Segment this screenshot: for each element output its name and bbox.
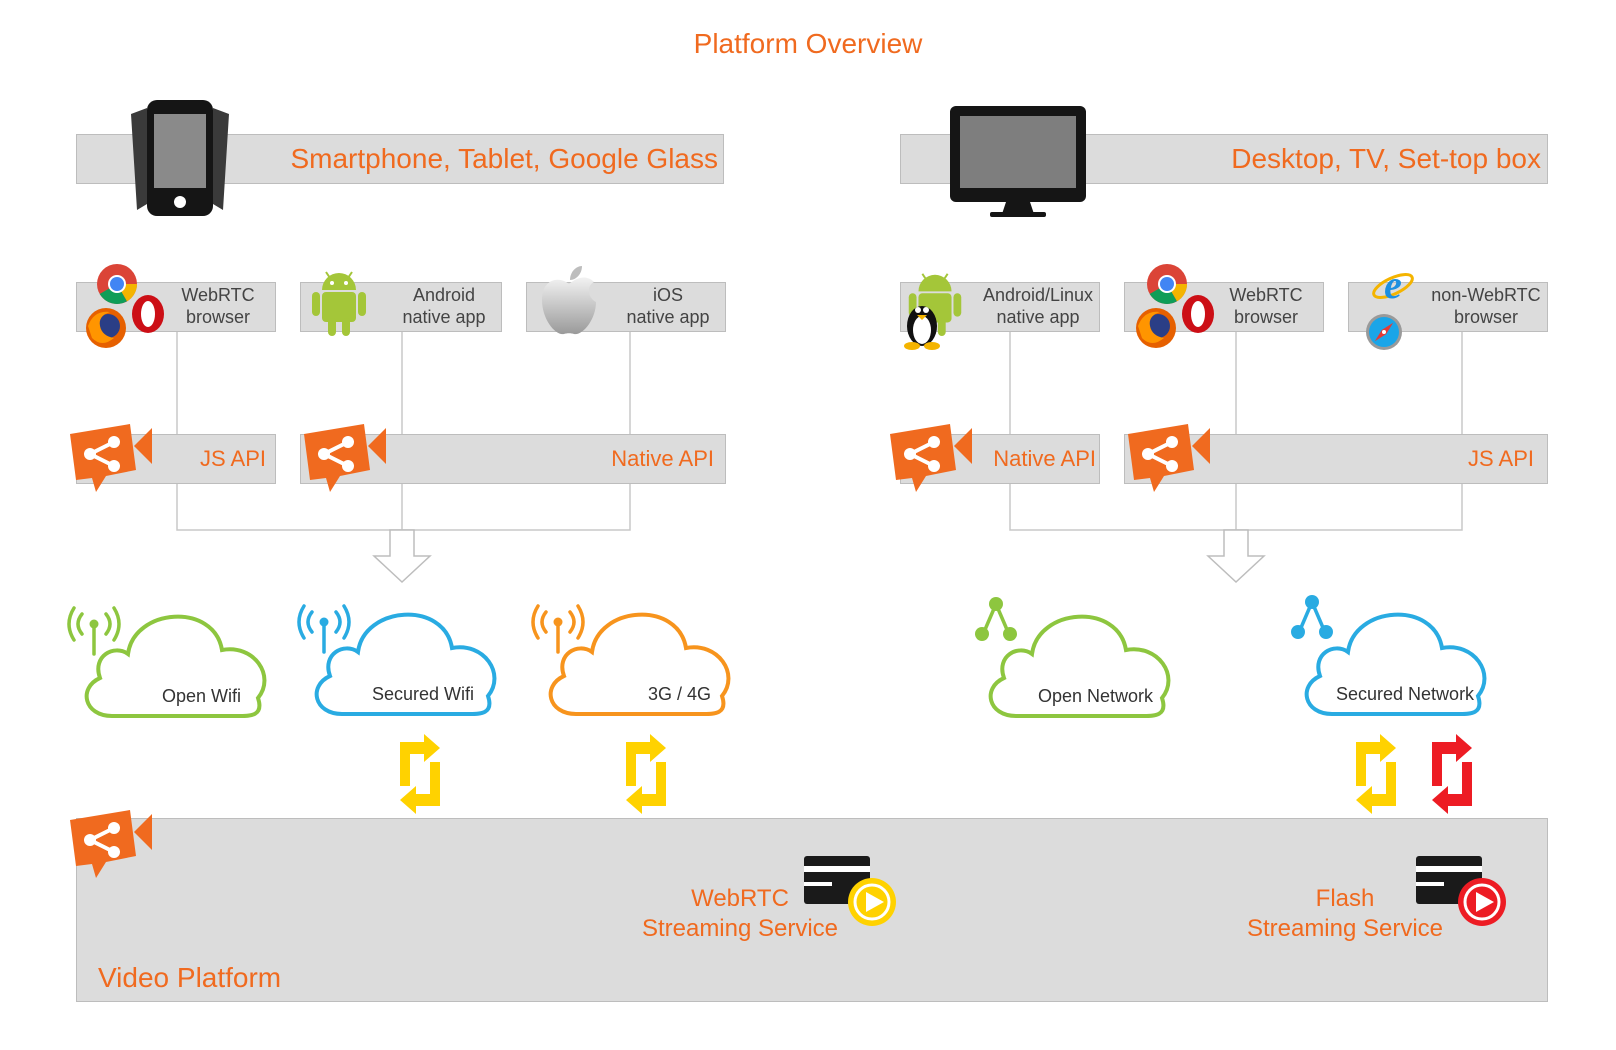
desktop-devices-label: Desktop, TV, Set-top box [1231,143,1541,174]
mobile-devices-label: Smartphone, Tablet, Google Glass [290,143,718,174]
js-api-label-right: JS API [1467,446,1534,471]
js-api-bar-right [1124,434,1548,484]
monitor-icon [950,106,1086,217]
down-arrow-icon [372,529,432,584]
open-wifi-label: Open Wifi [162,686,242,706]
cellular-cloud-icon [531,604,731,716]
secured-network-label: Secured Network [1336,684,1475,704]
sync-arrows-icon [626,734,666,814]
internet-explorer-icon: e [1372,262,1414,307]
svg-text:e: e [1384,262,1402,307]
js-api-label-left: JS API [199,446,266,471]
opera-icon [132,295,164,333]
open-wifi-cloud-icon [67,606,267,718]
apple-icon [542,266,596,335]
sync-arrows-red-icon [1432,734,1472,814]
share-camera-logo-icon [70,424,152,492]
native-api-label-left: Native API [611,446,714,471]
cellular-label: 3G / 4G [648,684,712,704]
chrome-icon-desktop [1147,264,1187,304]
native-api-label-right: Native API [993,446,1096,471]
secured-network-cloud-icon [1291,595,1487,716]
share-camera-logo-icon [70,810,152,878]
down-arrow-icon [1206,529,1266,584]
secured-wifi-cloud-icon [297,604,497,716]
smartphone-icon [131,100,229,216]
video-platform-label: Video Platform [98,962,282,993]
chrome-icon [97,264,137,304]
open-network-label: Open Network [1038,686,1154,706]
share-camera-logo-icon [304,424,386,492]
sync-arrows-icon [400,734,440,814]
share-camera-logo-icon [1128,424,1210,492]
firefox-icon-desktop [1136,308,1176,348]
share-camera-logo-icon [890,424,972,492]
sync-arrows-icon [1356,734,1396,814]
flash-streaming-server-icon [1416,856,1506,926]
android-icon [312,271,366,336]
opera-icon-desktop [1182,295,1214,333]
safari-icon [1366,314,1402,350]
open-network-cloud-icon [975,597,1171,718]
native-api-bar-left [300,434,726,484]
linux-tux-icon [904,306,940,350]
webrtc-streaming-server-icon [804,856,896,926]
video-platform-panel [76,818,1548,1002]
diagram-title: Platform Overview [693,28,923,59]
secured-wifi-label: Secured Wifi [372,684,475,704]
firefox-icon [86,308,126,348]
